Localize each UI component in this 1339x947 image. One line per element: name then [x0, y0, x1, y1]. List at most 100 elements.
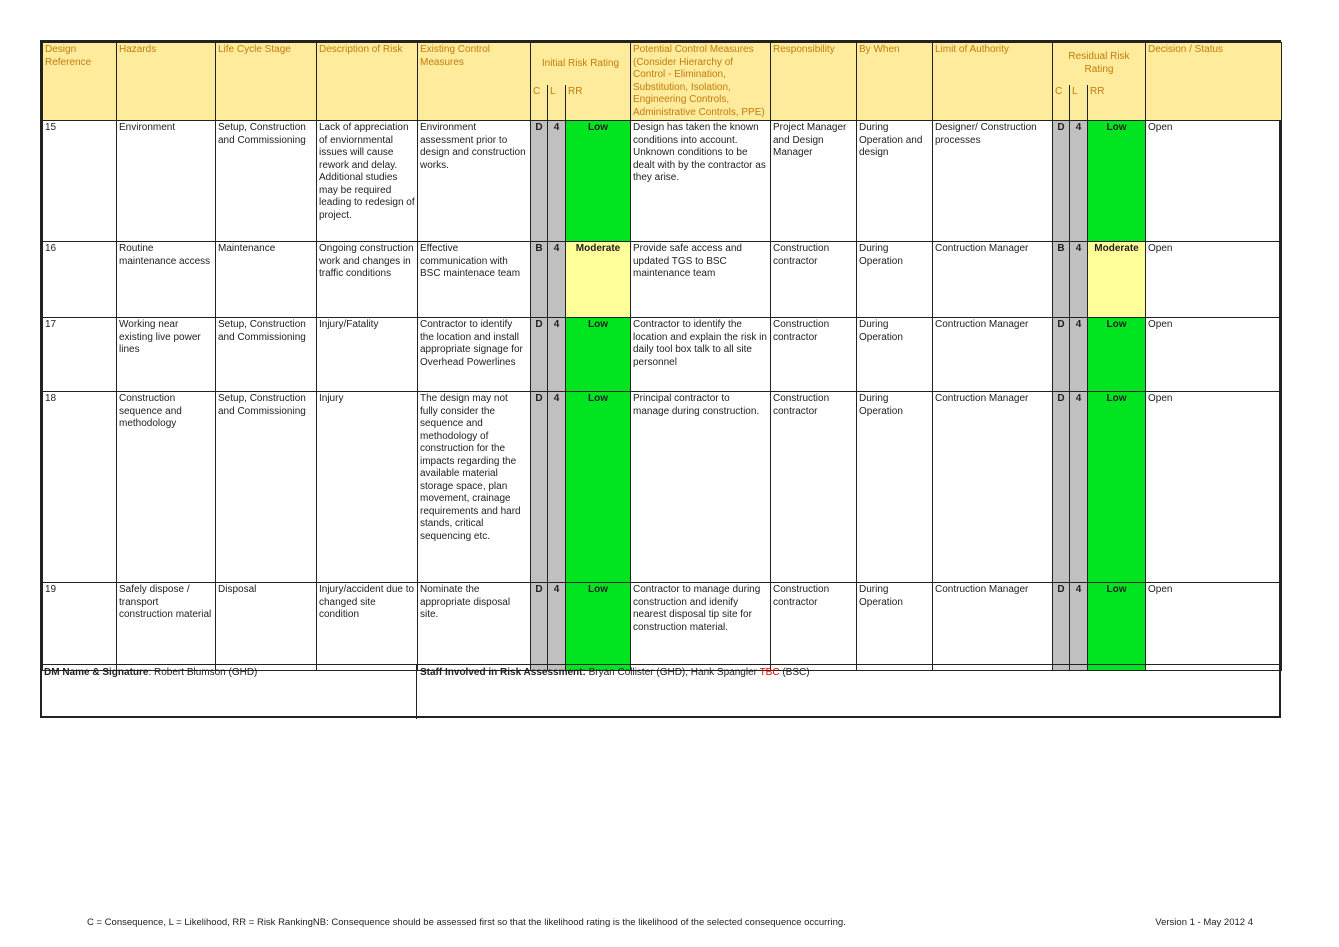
cell-by-when: During Operation and design — [856, 120, 933, 242]
cell-status: Open — [1145, 582, 1282, 671]
header-by-when: By When — [856, 42, 933, 121]
cell-hazard: Working near existing live power lines — [116, 317, 216, 392]
signature-block: DM Name & Signature: Robert Blumson (GHD… — [42, 664, 1281, 719]
cell-authority: Contruction Manager — [932, 317, 1053, 392]
staff-involved-label: Staff Involved in Risk Assessment: — [420, 667, 586, 678]
cell-by-when: During Operation — [856, 241, 933, 318]
cell-residual-l: 4 — [1069, 241, 1088, 318]
table-row: 15 Environment Setup, Construction and C… — [42, 120, 1282, 242]
header-existing-control-measures: Existing Control Measures — [417, 42, 531, 121]
header-residual-c: C — [1052, 84, 1070, 121]
header-residual-risk-rating: Residual Risk Rating — [1052, 41, 1146, 85]
cell-description: Injury — [316, 391, 418, 583]
cell-residual-rr: Low — [1087, 582, 1146, 671]
header-initial-c: C — [530, 84, 548, 121]
cell-stage: Disposal — [215, 582, 317, 671]
dm-signature-name: : Robert Blumson (GHD) — [148, 667, 258, 678]
header-life-cycle-stage: Life Cycle Stage — [215, 42, 317, 121]
cell-residual-l: 4 — [1069, 120, 1088, 242]
cell-initial-c: D — [530, 317, 548, 392]
table-row: 18 Construction sequence and methodology… — [42, 391, 1282, 583]
dm-signature-label: DM Name & Signature — [44, 667, 149, 678]
cell-hazard: Environment — [116, 120, 216, 242]
cell-initial-l: 4 — [547, 391, 566, 583]
cell-initial-l: 4 — [547, 317, 566, 392]
risk-register-sheet: Design Reference Hazards Life Cycle Stag… — [40, 40, 1282, 719]
table-row: 16 Routine maintenance access Maintenanc… — [42, 241, 1282, 318]
cell-description: Injury/Fatality — [316, 317, 418, 392]
cell-ref: 17 — [42, 317, 117, 392]
cell-authority: Designer/ Construction processes — [932, 120, 1053, 242]
cell-residual-c: D — [1052, 120, 1070, 242]
header-initial-risk-rating: Initial Risk Rating — [530, 41, 631, 85]
cell-responsibility: Construction contractor — [770, 241, 857, 318]
cell-initial-rr: Moderate — [565, 241, 631, 318]
cell-initial-rr: Low — [565, 120, 631, 242]
cell-residual-rr: Moderate — [1087, 241, 1146, 318]
cell-initial-rr: Low — [565, 391, 631, 583]
cell-ref: 18 — [42, 391, 117, 583]
cell-residual-c: D — [1052, 391, 1070, 583]
cell-existing-controls: Effective communication with BSC mainten… — [417, 241, 531, 318]
header-hazards: Hazards — [116, 42, 216, 121]
cell-stage: Setup, Construction and Commissioning — [215, 391, 317, 583]
cell-existing-controls: Contractor to identify the location and … — [417, 317, 531, 392]
staff-tbc: TBC — [759, 667, 780, 678]
cell-stage: Setup, Construction and Commissioning — [215, 317, 317, 392]
cell-responsibility: Project Manager and Design Manager — [770, 120, 857, 242]
header-residual-rr: RR — [1087, 84, 1146, 121]
dm-signature: DM Name & Signature: Robert Blumson (GHD… — [42, 665, 417, 719]
staff-involved-names: Bryan Collister (GHD), Hank Spangler — [585, 667, 760, 678]
cell-authority: Contruction Manager — [932, 582, 1053, 671]
cell-status: Open — [1145, 120, 1282, 242]
header-residual-l: L — [1069, 84, 1088, 121]
cell-status: Open — [1145, 317, 1282, 392]
header-design-reference: Design Reference — [42, 42, 117, 121]
version-label: Version 1 - May 2012 4 — [1155, 917, 1253, 928]
cell-hazard: Routine maintenance access — [116, 241, 216, 318]
cell-responsibility: Construction contractor — [770, 582, 857, 671]
table-row: 17 Working near existing live power line… — [42, 317, 1282, 392]
cell-residual-rr: Low — [1087, 317, 1146, 392]
cell-existing-controls: The design may not fully consider the se… — [417, 391, 531, 583]
cell-potential-controls: Design has taken the known conditions in… — [630, 120, 771, 242]
cell-existing-controls: Nominate the appropriate disposal site. — [417, 582, 531, 671]
cell-responsibility: Construction contractor — [770, 391, 857, 583]
risk-table: Design Reference Hazards Life Cycle Stag… — [42, 41, 1282, 671]
cell-residual-l: 4 — [1069, 582, 1088, 671]
cell-authority: Contruction Manager — [932, 391, 1053, 583]
staff-involved: Staff Involved in Risk Assessment: Bryan… — [418, 665, 1281, 719]
cell-description: Lack of appreciation of enviornmental is… — [316, 120, 418, 242]
cell-initial-c: D — [530, 582, 548, 671]
cell-residual-c: B — [1052, 241, 1070, 318]
cell-initial-l: 4 — [547, 120, 566, 242]
cell-residual-l: 4 — [1069, 391, 1088, 583]
cell-initial-rr: Low — [565, 582, 631, 671]
cell-existing-controls: Environment assessment prior to design a… — [417, 120, 531, 242]
cell-by-when: During Operation — [856, 391, 933, 583]
cell-stage: Maintenance — [215, 241, 317, 318]
cell-status: Open — [1145, 241, 1282, 318]
header-initial-rr: RR — [565, 84, 631, 121]
cell-description: Ongoing construction work and changes in… — [316, 241, 418, 318]
cell-initial-l: 4 — [547, 241, 566, 318]
cell-ref: 16 — [42, 241, 117, 318]
cell-stage: Setup, Construction and Commissioning — [215, 120, 317, 242]
cell-residual-rr: Low — [1087, 391, 1146, 583]
cell-by-when: During Operation — [856, 582, 933, 671]
cell-residual-c: D — [1052, 317, 1070, 392]
header-description-of-risk: Description of Risk — [316, 42, 418, 121]
header-limit-of-authority: Limit of Authority — [932, 42, 1053, 121]
cell-residual-l: 4 — [1069, 317, 1088, 392]
cell-residual-c: D — [1052, 582, 1070, 671]
staff-org: (BSC) — [779, 667, 810, 678]
cell-potential-controls: Provide safe access and updated TGS to B… — [630, 241, 771, 318]
cell-initial-rr: Low — [565, 317, 631, 392]
cell-potential-controls: Principal contractor to manage during co… — [630, 391, 771, 583]
cell-ref: 15 — [42, 120, 117, 242]
cell-by-when: During Operation — [856, 317, 933, 392]
header-initial-l: L — [547, 84, 566, 121]
cell-initial-c: D — [530, 120, 548, 242]
table-row: 19 Safely dispose / transport constructi… — [42, 582, 1282, 671]
cell-hazard: Safely dispose / transport construction … — [116, 582, 216, 671]
